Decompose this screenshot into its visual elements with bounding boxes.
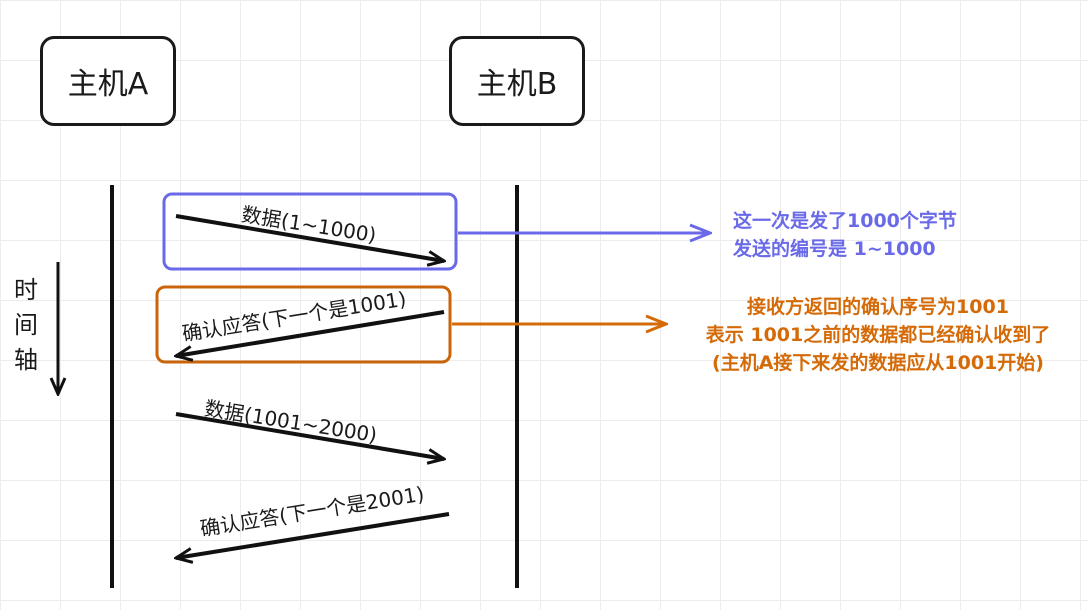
blue-note-line-2: 发送的编号是 1~1000 [733,238,936,260]
blue-highlight-box [162,192,458,271]
orange-highlight-box [155,285,452,364]
message-arrow-3 [175,412,444,459]
message-arrow-2 [176,310,445,356]
orange-note-line-3: (主机A接下来发的数据应从1001开始) [712,352,1044,374]
orange-note-line-2: 表示 1001之前的数据都已经确认收到了 [705,324,1051,346]
host-a-box: 主机A [40,36,176,126]
orange-note: 接收方返回的确认序号为1001 表示 1001之前的数据都已经确认收到了 (主机… [682,293,1074,377]
message-arrow-1 [175,214,444,261]
host-b-box: 主机B [449,36,585,126]
blue-note: 这一次是发了1000个字节 发送的编号是 1~1000 [733,207,957,263]
orange-note-line-1: 接收方返回的确认序号为1001 [747,296,1009,318]
time-axis-char-2: 间 [14,311,38,339]
host-b-label: 主机B [476,67,558,102]
time-axis-char-3: 轴 [14,346,38,374]
time-axis-char-1: 时 [14,276,38,304]
host-a-label: 主机A [67,67,149,102]
message-arrow-4 [176,512,450,558]
blue-note-line-1: 这一次是发了1000个字节 [733,210,957,232]
